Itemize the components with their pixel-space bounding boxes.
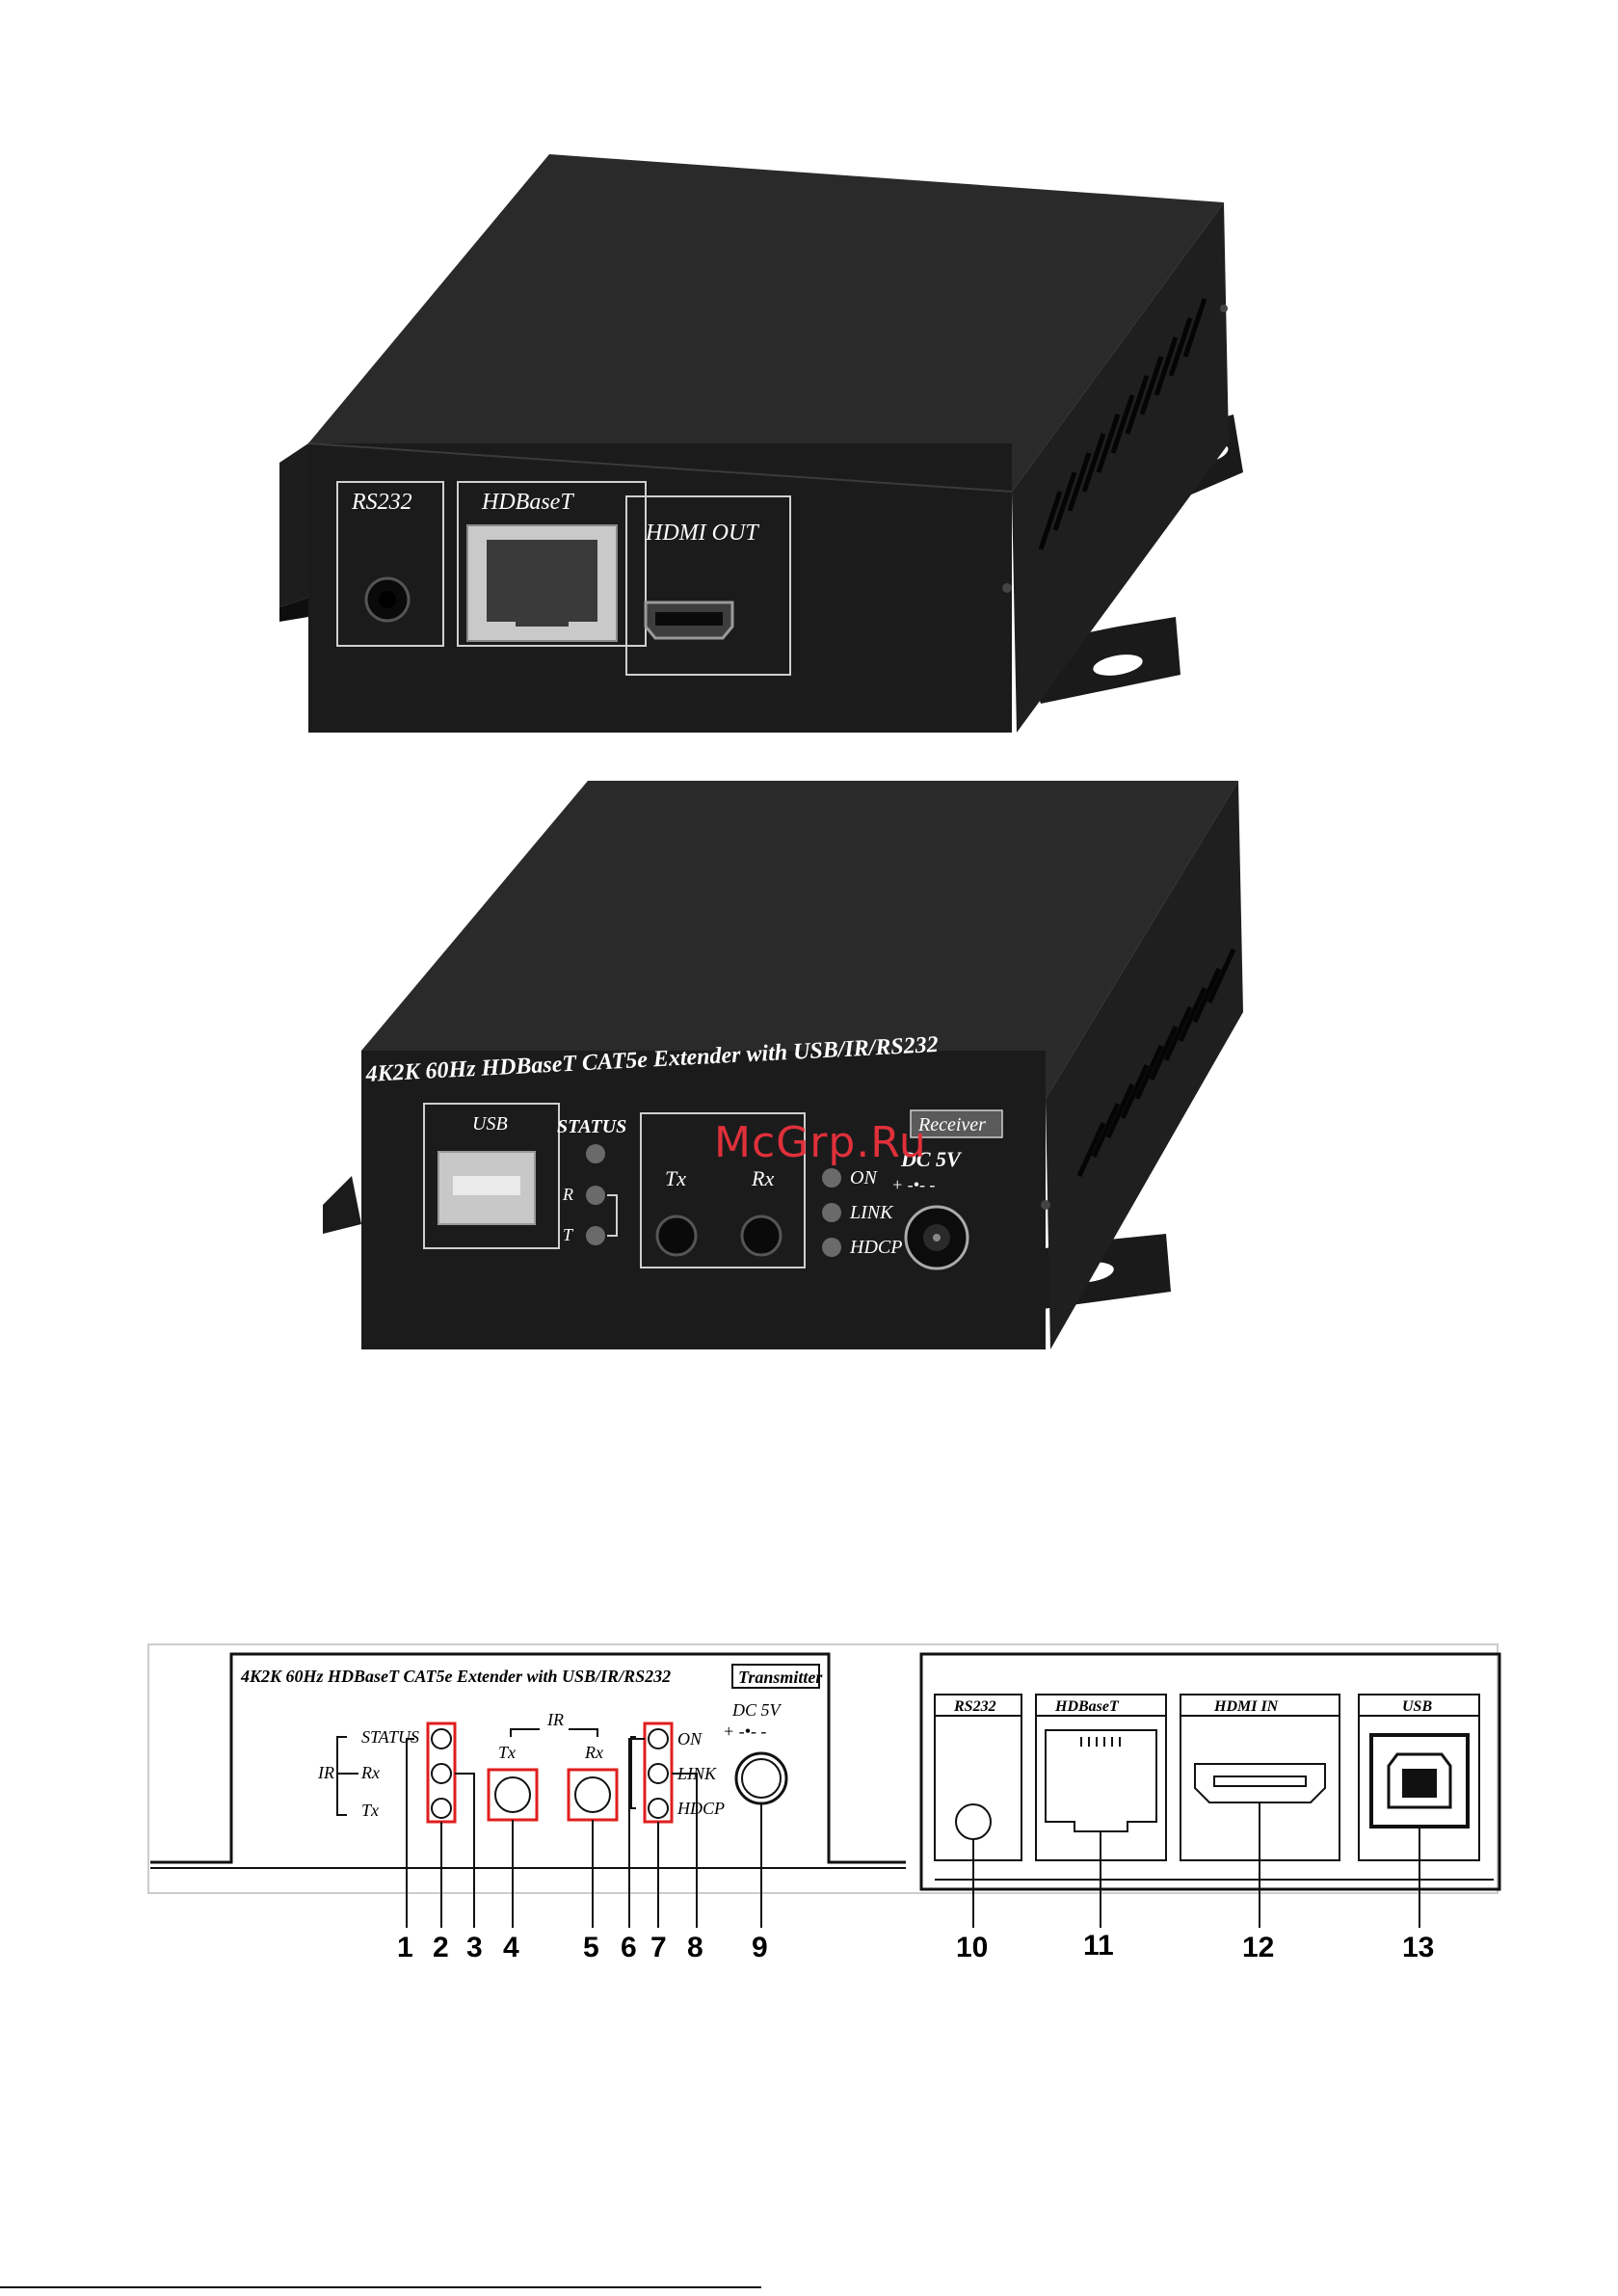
callout-8: 8: [687, 1932, 703, 1963]
dc-label: DC 5V: [900, 1147, 963, 1171]
left-mount-ear: [323, 1176, 361, 1234]
ir-side-label: IR: [317, 1763, 334, 1782]
status-t-label: T: [563, 1225, 574, 1244]
hdmi-out-label: HDMI OUT: [645, 521, 759, 546]
status-label: STATUS: [557, 1116, 626, 1137]
callout-7: 7: [650, 1932, 667, 1963]
callout-13: 13: [1402, 1932, 1434, 1963]
ir-rx-label: Rx: [584, 1743, 603, 1762]
callout-12: 12: [1242, 1932, 1274, 1963]
case-top: [361, 781, 1238, 1099]
page-bottom-rule: [0, 2286, 761, 2288]
tx-model-label: 4K2K 60Hz HDBaseT CAT5e Extender with US…: [240, 1667, 671, 1686]
indicator-led-group: ON LINK HDCP: [822, 1167, 902, 1258]
transmitter-diagram: 4K2K 60Hz HDBaseT CAT5e Extender with US…: [147, 1643, 1501, 1963]
usb-label: USB: [472, 1113, 508, 1135]
status-label: STATUS: [361, 1727, 419, 1747]
callout-4: 4: [503, 1932, 519, 1963]
usb-label: USB: [1402, 1698, 1432, 1715]
status-led-group: STATUS R T: [557, 1116, 626, 1245]
callout-11: 11: [1083, 1930, 1114, 1962]
transmitter-label: Transmitter: [738, 1668, 823, 1687]
side-vents: [1076, 948, 1236, 1178]
case-side: [1012, 202, 1229, 733]
callout-6: 6: [621, 1932, 637, 1963]
ir-tx-label: Tx: [665, 1166, 686, 1190]
callout-leaders: [406, 1738, 1420, 1928]
rs232-label: RS232: [953, 1698, 996, 1715]
on-label: ON: [850, 1167, 878, 1188]
dc-power-group: DC 5V + -•- -: [891, 1147, 969, 1270]
ir-top-label: IR: [546, 1710, 564, 1729]
callout-1: 1: [397, 1932, 413, 1963]
hdbaset-label: HDBaseT: [481, 490, 574, 515]
transmitter-back-panel: RS232 HDBaseT HDMI IN USB: [919, 1652, 1501, 1891]
hdcp-label: HDCP: [676, 1799, 725, 1818]
callout-2: 2: [433, 1932, 449, 1963]
hdmi-in-label: HDMI IN: [1213, 1698, 1280, 1715]
receiver-back-photo: RS232 HDBaseT HDMI OUT: [279, 154, 1243, 733]
watermark: McGrp.Ru: [714, 1118, 927, 1167]
ir-port-group: Tx Rx: [640, 1112, 806, 1268]
hdcp-label: HDCP: [849, 1237, 902, 1258]
callout-numbers: 1 2 3 4 5 6 7 8 9 10 11 12 13: [397, 1930, 1434, 1963]
callout-3: 3: [466, 1932, 483, 1963]
hdbaset-port-group: HDBaseT: [457, 481, 647, 647]
tx-label: Tx: [361, 1801, 379, 1820]
dc-polarity-label: + -•- -: [891, 1175, 935, 1194]
rx-label: Rx: [360, 1763, 380, 1782]
receiver-label: Receiver: [917, 1114, 986, 1135]
callout-5: 5: [583, 1932, 599, 1963]
on-label: ON: [677, 1729, 703, 1749]
receiver-badge: Receiver: [910, 1109, 1003, 1138]
case-top: [308, 154, 1224, 492]
side-vents: [1038, 298, 1207, 550]
case-front: [308, 443, 1012, 733]
rs232-label: RS232: [351, 490, 412, 515]
callout-10: 10: [956, 1932, 988, 1963]
rs232-port-group: RS232: [336, 481, 444, 647]
link-label: LINK: [849, 1202, 894, 1223]
dc-polarity-label: + -•- -: [723, 1722, 766, 1741]
transmitter-front-panel: 4K2K 60Hz HDBaseT CAT5e Extender with US…: [150, 1652, 906, 1869]
ir-tx-label: Tx: [498, 1743, 516, 1762]
hdbaset-label: HDBaseT: [1054, 1698, 1120, 1715]
left-mount-ear: [279, 443, 308, 622]
ir-rx-label: Rx: [751, 1166, 774, 1190]
hdmi-out-port-group: HDMI OUT: [625, 495, 791, 676]
receiver-front-photo: 4K2K 60Hz HDBaseT CAT5e Extender with US…: [323, 781, 1243, 1349]
callout-9: 9: [752, 1932, 768, 1963]
usb-port-group: USB: [423, 1103, 560, 1249]
status-r-label: R: [562, 1185, 573, 1204]
dc-label: DC 5V: [731, 1700, 782, 1720]
